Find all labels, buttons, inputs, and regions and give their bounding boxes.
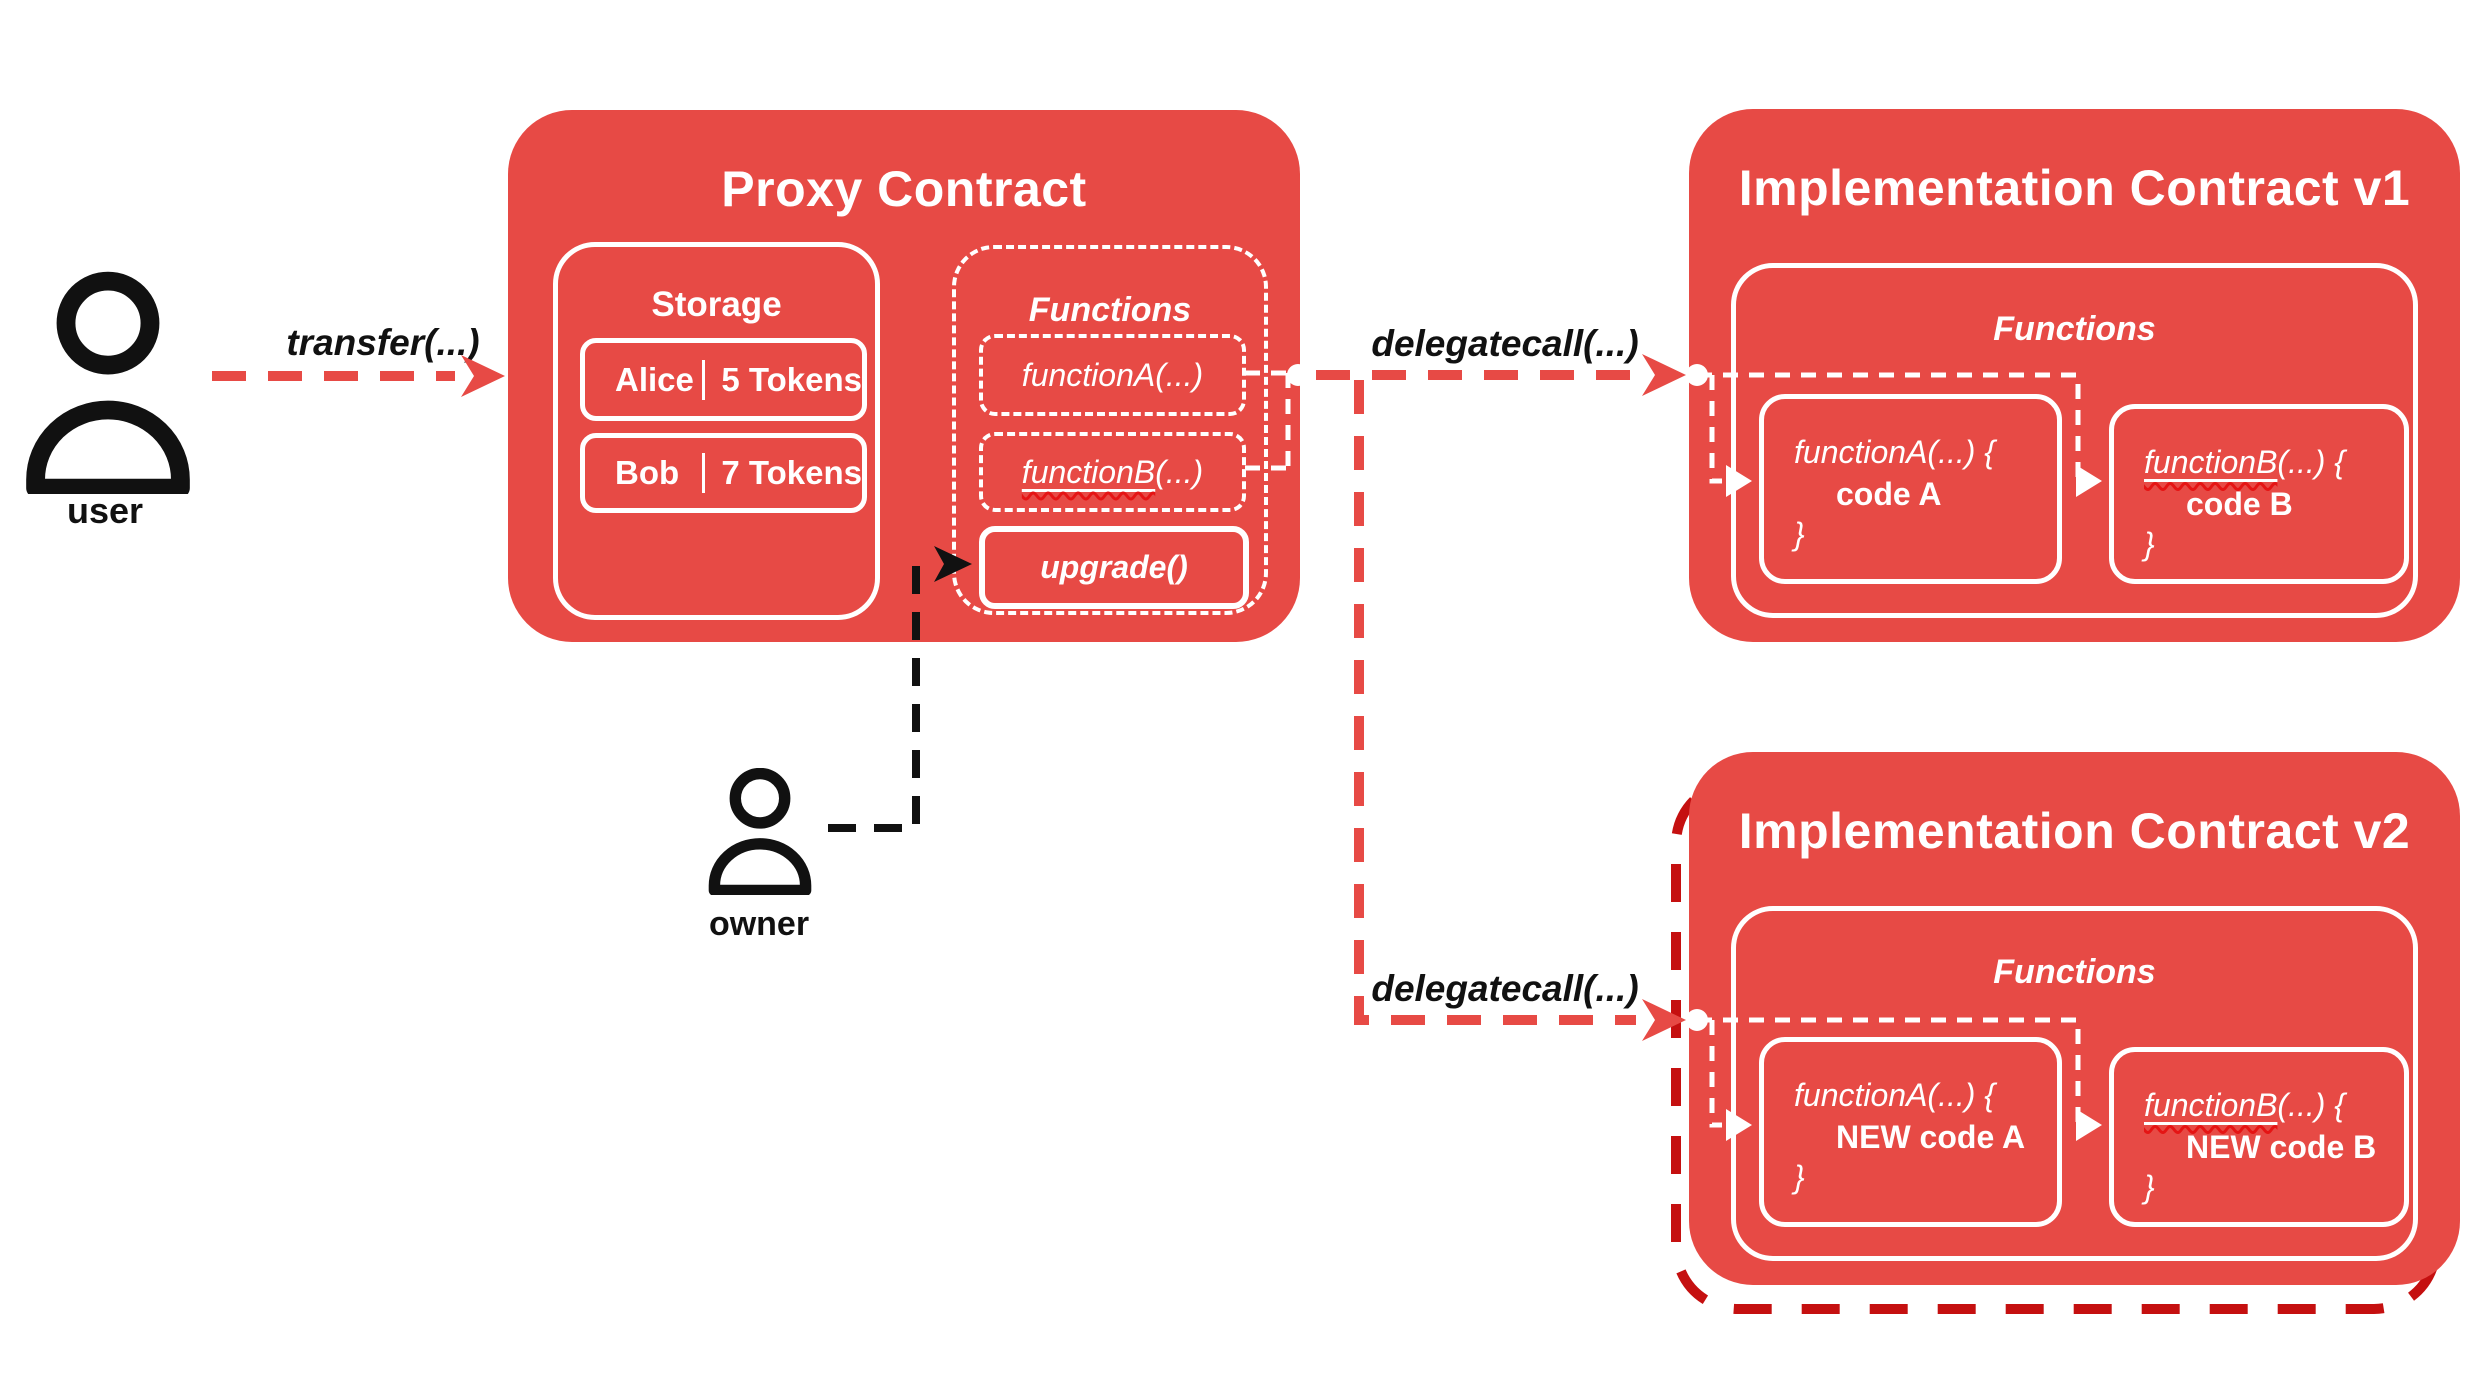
function-signature: functionA(...) { xyxy=(1794,434,1995,470)
proxy-function-b: functionB(...) xyxy=(979,432,1246,512)
function-body: NEW code B xyxy=(2186,1129,2377,1165)
user-icon xyxy=(26,271,190,494)
impl-v2-functions-title: Functions xyxy=(1993,953,2156,991)
function-close: } xyxy=(2144,526,2155,562)
proxy-function-b-args: (...) xyxy=(1155,453,1204,490)
function-signature: functionB(...) { xyxy=(2144,1087,2345,1123)
storage-title: Storage xyxy=(651,285,782,324)
storage-key: Bob xyxy=(615,454,680,491)
proxy-contract-title: Proxy Contract xyxy=(721,161,1087,217)
delegatecall-v1-label: delegatecall(...) xyxy=(1371,323,1639,364)
function-signature: functionA(...) { xyxy=(1794,1077,1995,1113)
impl-v1-functions-title: Functions xyxy=(1993,310,2156,348)
function-body: code B xyxy=(2186,486,2293,522)
delegatecall-v2-label: delegatecall(...) xyxy=(1371,968,1639,1009)
impl-v1-functions-section: Functions functionA(...) { code A } func… xyxy=(1731,263,2418,618)
function-body: NEW code A xyxy=(1836,1119,2026,1155)
proxy-function-a-label: functionA(...) xyxy=(1021,356,1204,393)
proxy-function-b-label: functionB xyxy=(1021,453,1156,490)
function-close: } xyxy=(1794,516,1805,552)
function-signature: functionB(...) { xyxy=(2144,444,2345,480)
delegatecall-v2-arrow xyxy=(1354,380,1708,1041)
impl-v1-function-a: functionA(...) { code A } xyxy=(1759,394,2062,584)
impl-v2-function-b: functionB(...) { NEW code B } xyxy=(2109,1047,2409,1227)
impl-v2-box: Implementation Contract v2 Functions fun… xyxy=(1689,752,2460,1285)
owner-icon xyxy=(708,768,812,895)
divider xyxy=(701,453,706,493)
divider xyxy=(701,359,706,400)
impl-v1-function-b: functionB(...) { code B } xyxy=(2109,404,2409,584)
proxy-function-a: functionA(...) xyxy=(979,334,1246,416)
upgrade-function: upgrade() xyxy=(979,526,1249,609)
impl-v1-title: Implementation Contract v1 xyxy=(1738,160,2411,216)
impl-v2-function-a: functionA(...) { NEW code A } xyxy=(1759,1037,2062,1227)
storage-key: Alice xyxy=(615,360,694,398)
proxy-functions-title: Functions xyxy=(1028,291,1192,329)
function-close: } xyxy=(2144,1169,2155,1205)
storage-value: 5 Tokens xyxy=(721,360,862,398)
impl-v2-title: Implementation Contract v2 xyxy=(1738,803,2411,859)
transfer-call-label: transfer(...) xyxy=(286,322,480,363)
proxy-contract-box: Proxy Contract Storage Alice 5 Tokens Bo… xyxy=(508,110,1300,642)
impl-v1-box: Implementation Contract v1 Functions fun… xyxy=(1689,109,2460,642)
function-close: } xyxy=(1794,1159,1805,1195)
storage-section: Storage Alice 5 Tokens Bob 7 Tokens xyxy=(553,242,880,620)
user-label: user xyxy=(66,490,144,531)
storage-row-alice: Alice 5 Tokens xyxy=(580,338,867,421)
impl-v2-functions-section: Functions functionA(...) { NEW code A } … xyxy=(1731,906,2418,1261)
proxy-functions-section: Functions functionA(...) functionB(...) … xyxy=(952,245,1268,615)
storage-row-bob: Bob 7 Tokens xyxy=(580,433,867,513)
storage-value: 7 Tokens xyxy=(721,454,862,491)
owner-label: owner xyxy=(708,905,810,943)
function-body: code A xyxy=(1836,476,1942,512)
